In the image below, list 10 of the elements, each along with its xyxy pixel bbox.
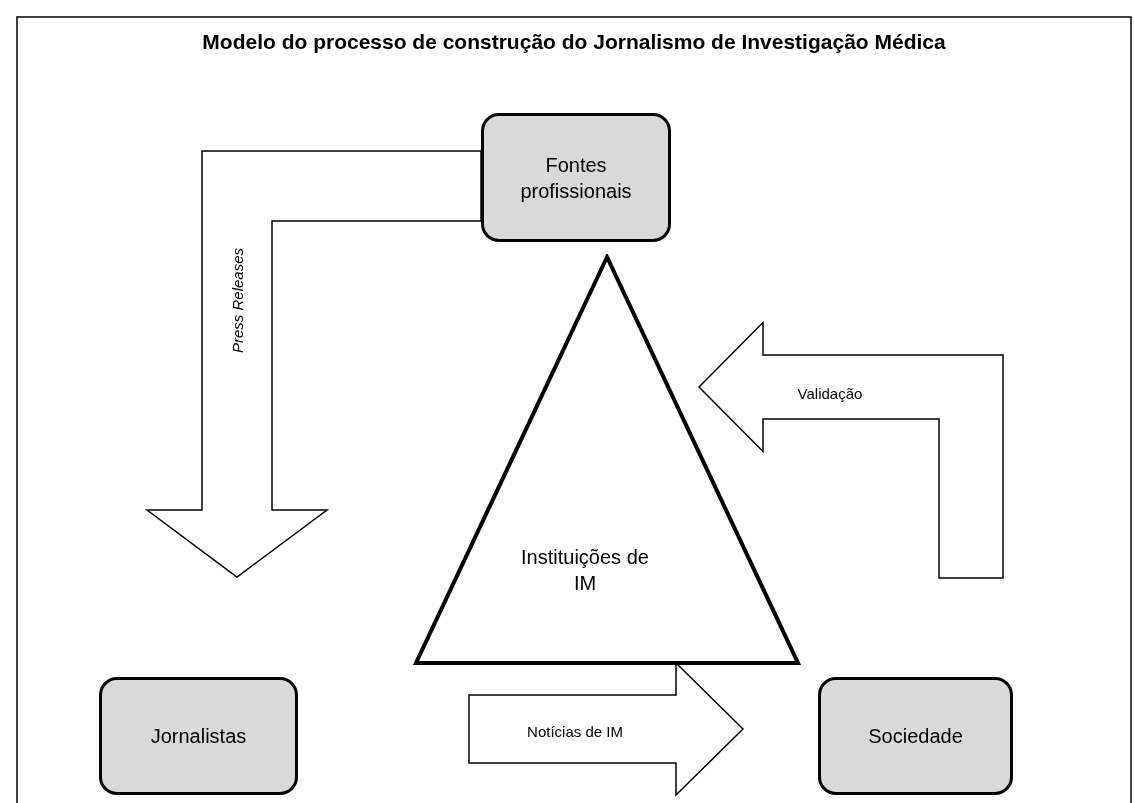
- node-label: Sociedade: [868, 724, 963, 749]
- rounded-box: [99, 677, 298, 795]
- rounded-box: [818, 677, 1013, 795]
- node-label: Jornalistas: [150, 724, 247, 749]
- node-label: Instituições de IM: [520, 545, 650, 596]
- node-label: Fontes profissionais: [519, 152, 633, 204]
- block-arrow: [697, 320, 1004, 579]
- rounded-box: [481, 113, 671, 242]
- block-arrow: [144, 150, 482, 578]
- diagram-title: Modelo do processo de construção do Jornalismo de Investigação Médica: [201, 30, 947, 54]
